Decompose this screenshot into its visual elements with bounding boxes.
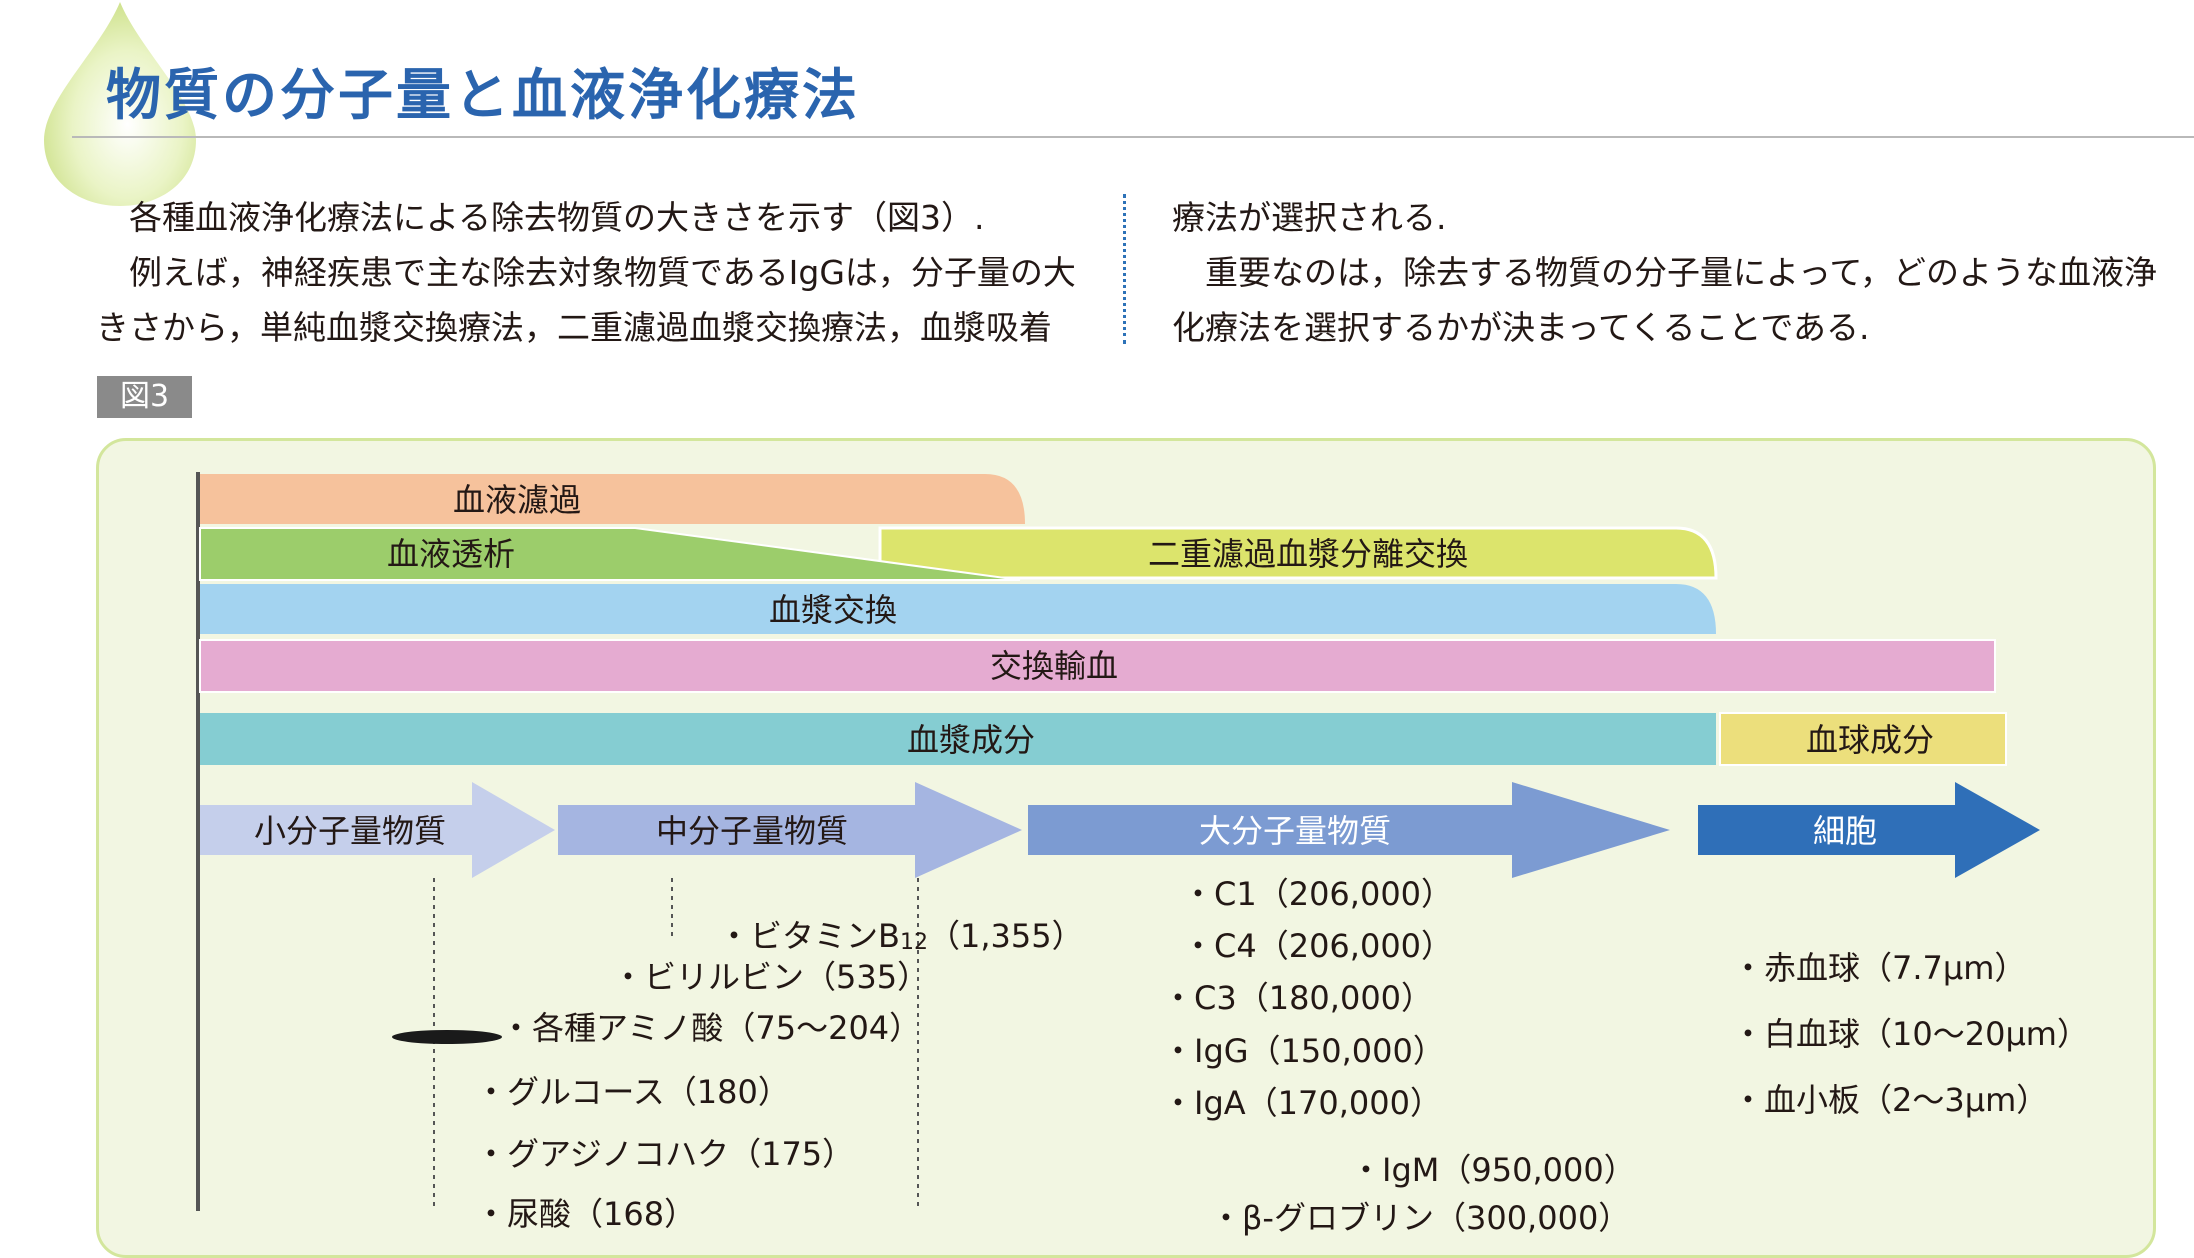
small-item: ・グアジノコハク（175） [475, 1135, 855, 1173]
large-item: ・C1（206,000） [1182, 875, 1454, 913]
arrow-label-large: 大分子量物質 [1198, 812, 1391, 850]
figure-label: 図3 [97, 376, 192, 418]
water-drop-icon [44, 2, 196, 206]
body-text-left: 各種血液浄化療法による除去物質の大きさを示す（図3）. 例えば，神経疾患で主な除… [96, 190, 1091, 355]
cell-item: ・血小板（2～3μm） [1732, 1081, 2049, 1119]
small-item: ・各種アミノ酸（75～204） [500, 1009, 922, 1047]
bar-label-exchange-transfusion: 交換輸血 [989, 647, 1118, 685]
medium-item-bilirubin: ・ビリルビン（535） [612, 958, 930, 996]
bar-plasma-exchange [200, 584, 1716, 634]
bar-dfpp [878, 526, 1718, 580]
paragraph-line: 例えば，神経疾患で主な除去対象物質であるIgGは，分子量の大 [129, 253, 1076, 292]
bar-plasma-components [200, 713, 1716, 765]
bar-blood-cell-components [1719, 712, 2007, 766]
paragraph-line: 重要なのは，除去する物質の分子量によって，どのような血液浄 [1205, 253, 2158, 292]
bar-exchange-transfusion [199, 639, 1996, 693]
large-item: ・IgA（170,000） [1162, 1084, 1442, 1122]
small-item: ・グルコース（180） [475, 1073, 790, 1111]
small-item: ・尿酸（168） [475, 1195, 697, 1233]
paragraph-line: 療法が選択される. [1172, 198, 1447, 237]
large-item: ・IgM（950,000） [1350, 1151, 1636, 1189]
arrow-label-small: 小分子量物質 [253, 812, 446, 850]
large-item: ・IgG（150,000） [1162, 1032, 1445, 1070]
item-text: ・ビタミンB [718, 917, 900, 955]
bar-label-hemofiltration: 血液濾過 [452, 481, 581, 519]
cell-item: ・赤血球（7.7μm） [1732, 949, 2027, 987]
title-underline [72, 136, 2194, 138]
column-divider [1123, 194, 1126, 344]
arrow-small-molecule [200, 782, 555, 878]
bar-label-plasma-exchange: 血漿交換 [768, 591, 897, 629]
range-marker [392, 1030, 502, 1044]
body-text-right: 療法が選択される. 重要なのは，除去する物質の分子量によって，どのような血液浄 … [1172, 190, 2162, 355]
bar-hemodialysis [199, 527, 1021, 581]
large-item: ・C4（206,000） [1182, 927, 1454, 965]
large-item: ・C3（180,000） [1162, 979, 1434, 1017]
bar-label-plasma-components: 血漿成分 [906, 721, 1035, 759]
page-title: 物質の分子量と血液浄化療法 [106, 63, 861, 127]
cell-item: ・白血球（10～20μm） [1732, 1015, 2089, 1053]
arrow-large-molecule [1028, 782, 1670, 878]
axis-line [196, 472, 200, 1211]
bar-label-hemodialysis: 血液透析 [386, 535, 515, 573]
arrow-label-cell: 細胞 [1812, 812, 1877, 850]
therapy-range-diagram [196, 472, 2040, 1211]
bar-label-dfpp: 二重濾過血漿分離交換 [1147, 535, 1468, 573]
bar-hemofiltration [200, 474, 1025, 524]
paragraph-line: 各種血液浄化療法による除去物質の大きさを示す（図3）. [129, 198, 985, 237]
item-text: （1,355） [927, 917, 1084, 955]
arrow-medium-molecule [558, 782, 1022, 878]
paragraph-line: 化療法を選択するかが決まってくることである. [1172, 308, 1870, 347]
arrow-label-medium: 中分子量物質 [655, 812, 848, 850]
item-subscript: 12 [899, 930, 928, 955]
large-item: ・β-グロブリン（300,000） [1210, 1199, 1631, 1237]
paragraph-line: きさから，単純血漿交換療法，二重濾過血漿交換療法，血漿吸着 [96, 308, 1053, 347]
bar-label-blood-cell-components: 血球成分 [1805, 721, 1934, 759]
arrow-cell [1698, 782, 2040, 878]
medium-item-vitamin-b12: ・ビタミンB12（1,355） [718, 916, 1084, 961]
